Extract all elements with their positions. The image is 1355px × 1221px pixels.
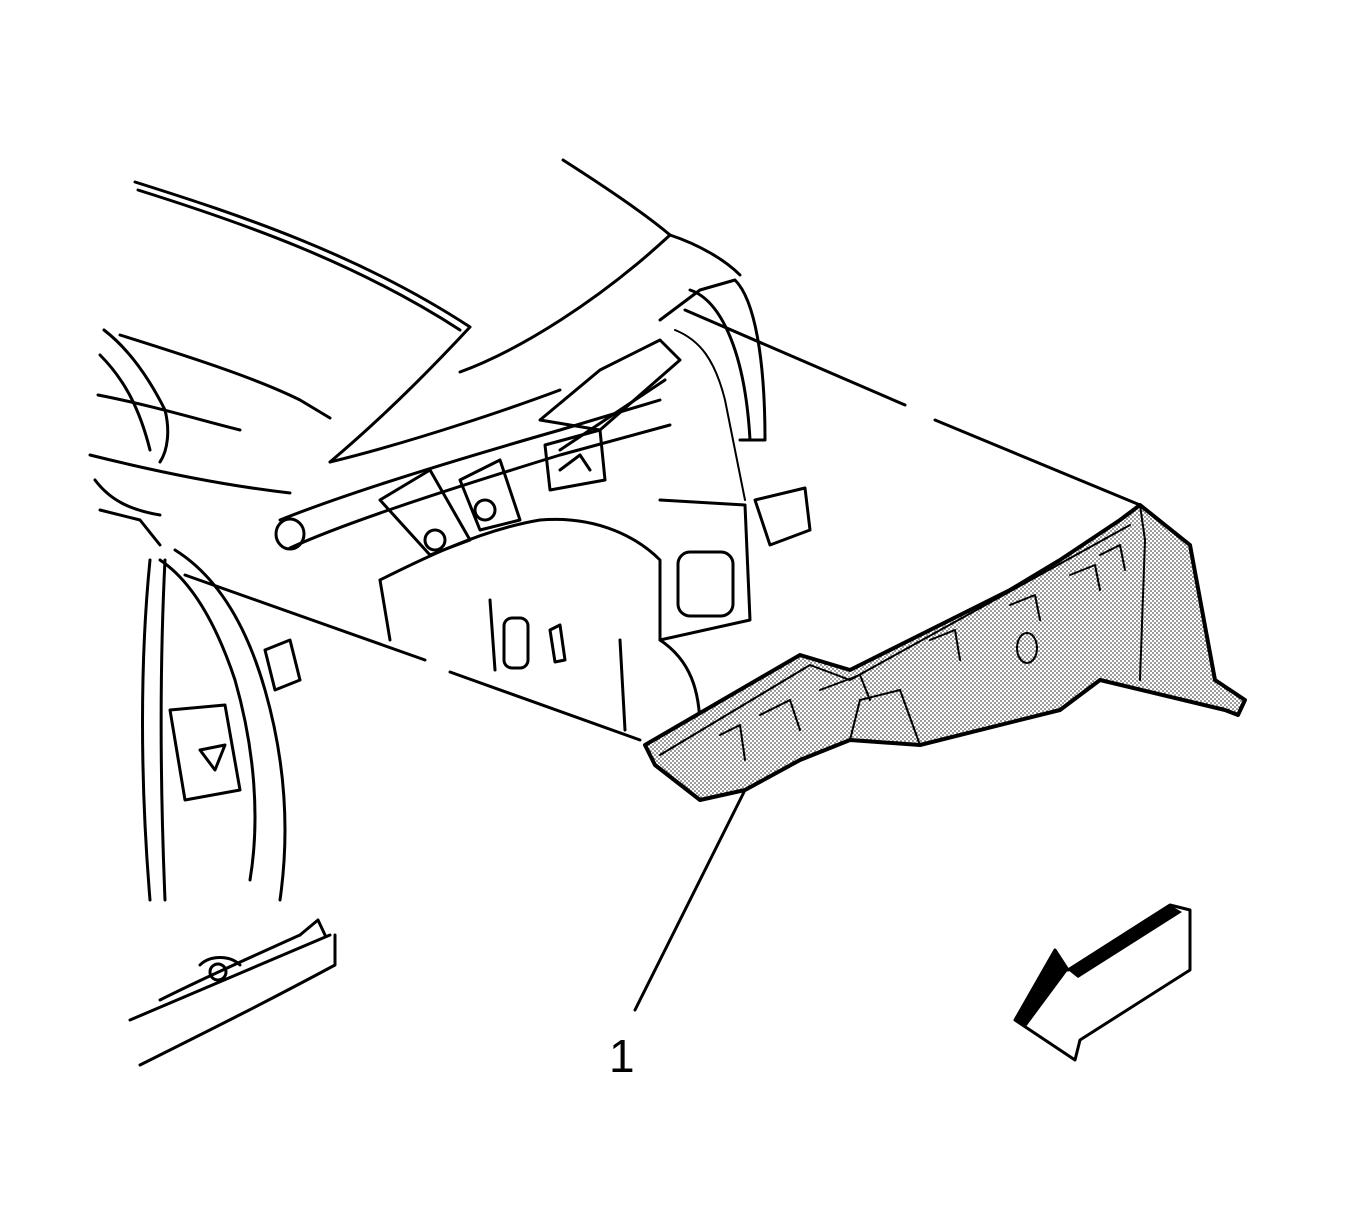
callout-leader-line [633,788,747,1012]
callout-number: 1 [609,1030,635,1082]
highlighted-replacement-part [643,503,1247,802]
front-direction-arrow-icon [1013,903,1192,1062]
alignment-leader-lines [183,308,1142,742]
callout-1: 1 [609,788,747,1082]
vehicle-body-structure [88,158,812,1067]
